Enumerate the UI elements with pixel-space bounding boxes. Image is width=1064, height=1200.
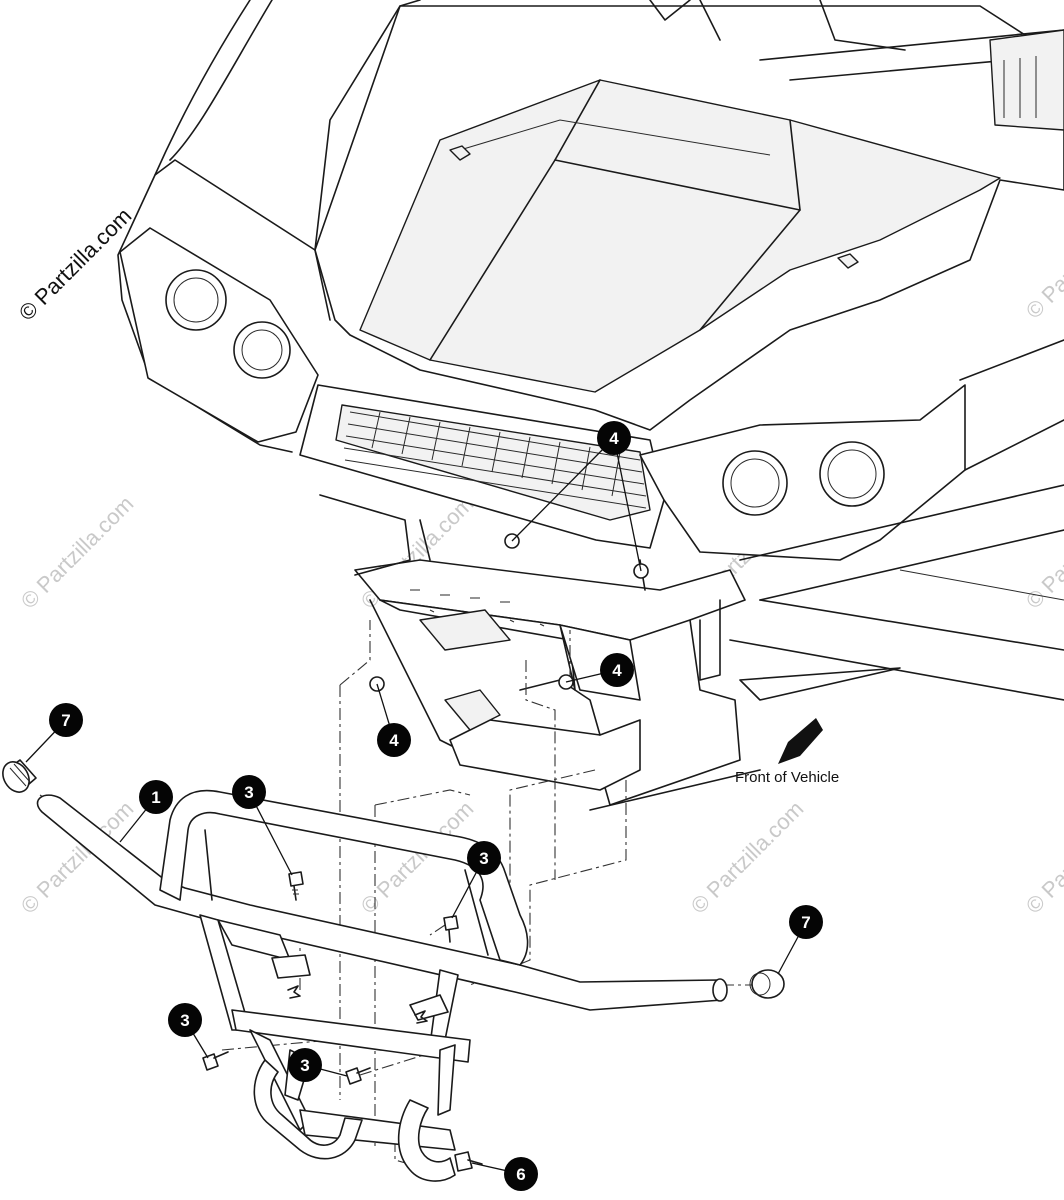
- grille-mesh: [343, 411, 647, 509]
- callout-6: 6: [504, 1157, 538, 1191]
- watermark-repeat: © Partzilla.com: [16, 491, 139, 614]
- bolt-3-lower-left: [202, 1051, 229, 1071]
- front-of-vehicle-label: Front of Vehicle: [735, 769, 839, 786]
- callout-number: 3: [244, 783, 253, 802]
- bolt-3-top-right: [443, 915, 459, 943]
- watermark-repeat: © Partzilla.com: [1021, 491, 1064, 614]
- watermark-repeat: © Partzilla.com: [1021, 201, 1064, 324]
- front-of-vehicle-indicator: Front of Vehicle: [735, 718, 839, 786]
- callout-7: 7: [789, 905, 823, 939]
- watermark-repeat: © Partzilla.com: [686, 796, 809, 919]
- callout-number: 4: [389, 731, 399, 750]
- vehicle-front-body: [117, 0, 1064, 561]
- callout-7: 7: [49, 703, 83, 737]
- end-caps: [2, 759, 785, 999]
- callout-number: 4: [612, 661, 622, 680]
- callout-number: 3: [180, 1011, 189, 1030]
- callout-3: 3: [467, 841, 501, 875]
- callout-3: 3: [168, 1003, 202, 1037]
- chassis-frame: [729, 484, 1064, 701]
- callout-number: 7: [61, 711, 70, 730]
- front-bumper: [36, 789, 728, 1182]
- callout-number: 6: [516, 1165, 525, 1184]
- alignment-lines: [39, 620, 752, 1171]
- watermark-main: © Partzilla.com: [14, 203, 137, 326]
- callout-number: 7: [801, 913, 810, 932]
- bumper-mount-bracket: [319, 494, 761, 811]
- callouts: 1 3 3 3 3 4 4 4: [49, 421, 823, 1191]
- bolt-6: [454, 1151, 483, 1172]
- end-cap-left: [2, 759, 37, 793]
- bolt-3-lower-mid: [345, 1067, 371, 1085]
- direction-arrow-icon: [778, 718, 823, 764]
- callout-number: 3: [300, 1056, 309, 1075]
- callout-4: 4: [597, 421, 631, 455]
- callout-number: 1: [151, 788, 160, 807]
- callout-4: 4: [377, 723, 411, 757]
- watermark-repeat: © Partzilla.com: [1021, 796, 1064, 919]
- callout-number: 3: [479, 849, 488, 868]
- end-cap-right: [749, 969, 785, 999]
- callout-1: 1: [139, 780, 173, 814]
- callout-3: 3: [232, 775, 266, 809]
- bolt-3-top-left: [288, 871, 304, 901]
- callout-4: 4: [600, 653, 634, 687]
- callout-number: 4: [609, 429, 619, 448]
- callout-3: 3: [288, 1048, 322, 1082]
